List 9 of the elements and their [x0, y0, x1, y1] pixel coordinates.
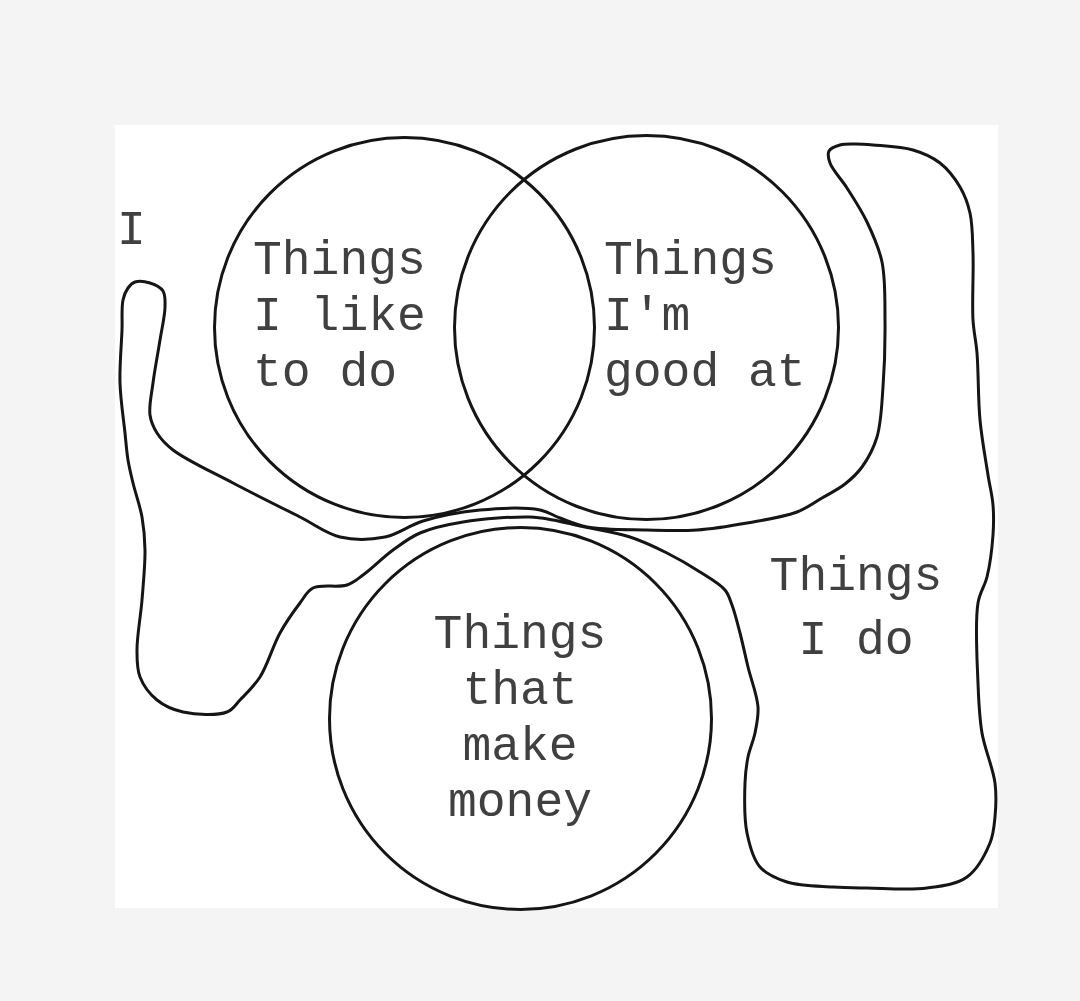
venn-circle: [211, 134, 597, 520]
circle-label: Things I'm good at: [604, 233, 807, 401]
region-label: Things I do: [768, 549, 944, 670]
text-label: I: [117, 203, 146, 259]
venn-circle: [451, 132, 841, 522]
venn-circle: [326, 524, 714, 912]
circle-label: Things I like to do: [253, 233, 427, 401]
hand-drawn-region: [117, 141, 998, 891]
circle-label: Things that make money: [432, 607, 608, 831]
